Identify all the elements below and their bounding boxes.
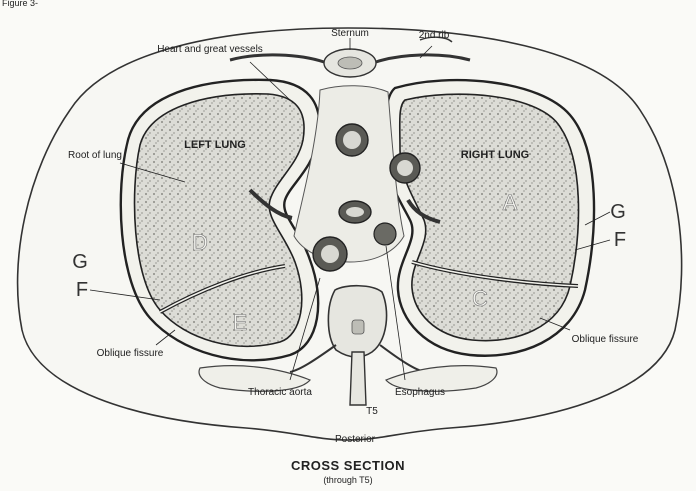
label-heart: Heart and great vessels [157, 44, 263, 55]
figure-subtitle: (through T5) [323, 475, 372, 485]
letter-g-left: G [72, 251, 88, 273]
label-oblique-fissure-left: Oblique fissure [97, 348, 164, 359]
sternum [324, 49, 376, 77]
label-sternum: Sternum [331, 28, 369, 39]
figure-number-fragment: Figure 3- [2, 0, 38, 8]
label-oblique-fissure-right: Oblique fissure [572, 334, 639, 345]
figure-title: CROSS SECTION [291, 458, 405, 473]
esophagus-shape [374, 223, 396, 245]
spinal-canal [352, 320, 364, 334]
label-esophagus: Esophagus [395, 387, 445, 398]
thoracic-aorta-lumen [321, 245, 339, 263]
letter-f-left: F [76, 279, 88, 301]
great-vessel-1-lumen [343, 131, 361, 149]
letter-a: A [503, 190, 518, 215]
letter-c: C [472, 286, 488, 311]
label-t5: T5 [366, 406, 378, 417]
great-vessel-2-lumen [397, 160, 413, 176]
label-rib: 2nd rib [419, 30, 450, 41]
left-lung [121, 80, 320, 360]
label-right-lung: RIGHT LUNG [461, 149, 529, 161]
trachea-lumen [346, 207, 364, 217]
right-lung [385, 80, 594, 356]
label-thoracic-aorta: Thoracic aorta [248, 387, 312, 398]
spinous-process [350, 352, 366, 405]
label-root-of-lung: Root of lung [68, 150, 122, 161]
label-posterior: Posterior [335, 434, 376, 445]
letter-f-right: F [614, 229, 626, 251]
label-left-lung: LEFT LUNG [184, 139, 246, 151]
letter-e: E [233, 310, 248, 335]
letter-g-right: G [610, 201, 626, 223]
letter-d: D [192, 230, 208, 255]
